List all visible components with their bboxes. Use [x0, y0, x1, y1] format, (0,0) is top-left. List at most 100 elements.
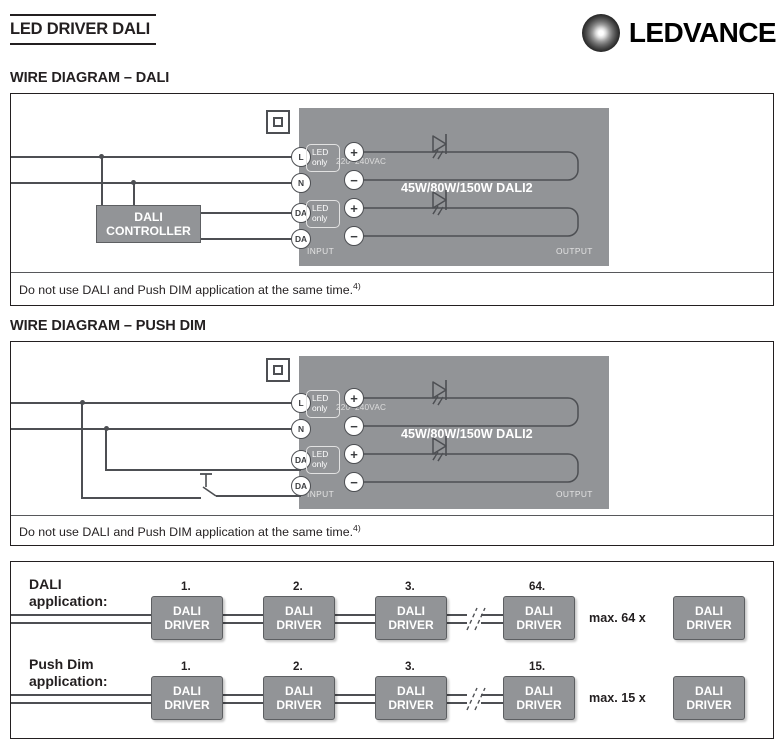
bus-seg2-top-row1: [335, 614, 375, 616]
dali-driver-box-row2-1: DALI DRIVER: [151, 676, 223, 720]
driver-line2-r2-4: DRIVER: [516, 698, 562, 712]
brand-name: LEDVANCE: [628, 17, 777, 48]
dali-driver-box-row2-max: DALI DRIVER: [673, 676, 745, 720]
driver-line2-r2-3: DRIVER: [388, 698, 434, 712]
output-loop-2-dali: [363, 207, 579, 237]
wire-da2-dali: [201, 238, 301, 240]
bus-seg1-top-row2: [223, 694, 263, 696]
input-label-dali: INPUT: [307, 246, 335, 256]
application-label-dali-line1: DALI: [29, 576, 62, 592]
driver-line2-r1-4: DRIVER: [516, 618, 562, 632]
terminal-input-da2-dali: DA: [291, 229, 311, 249]
driver-line2-r1-3: DRIVER: [388, 618, 434, 632]
dali-driver-box-row2-3: DALI DRIVER: [375, 676, 447, 720]
bus-seg1-bottom-row2: [223, 702, 263, 704]
note-push: Do not use DALI and Push DIM application…: [19, 523, 361, 539]
driver-number-row2-4: 15.: [529, 660, 546, 673]
junction-dot-neutral-push: [104, 426, 109, 431]
dali-driver-box-row2-2: DALI DRIVER: [263, 676, 335, 720]
led-only-line2-c: only: [312, 402, 328, 413]
driver-line1-r2-max: DALI: [695, 683, 723, 698]
output-label-push: OUTPUT: [556, 489, 593, 499]
terminal-output-plus-2-push: +: [344, 444, 364, 464]
wire-break-icon-row1: [466, 607, 486, 631]
bus-seg4-bottom-row2: [481, 702, 503, 704]
brand-logo: LEDVANCE: [581, 14, 777, 52]
note-dali: Do not use DALI and Push DIM application…: [19, 281, 361, 297]
bus-seg3-top-row2: [447, 694, 467, 696]
led-only-line2-a: only: [312, 156, 328, 167]
wire-mains-live-push: [11, 402, 301, 404]
driver-line1-r2-1: DALI: [173, 683, 201, 698]
bus-seg4-top-row1: [481, 614, 503, 616]
led-only-line1-d: LED: [312, 449, 329, 459]
section-heading-dali: WIRE DIAGRAM – DALI: [10, 70, 170, 86]
driver-number-row2-3: 3.: [405, 660, 415, 673]
terminal-input-da2-push: DA: [291, 476, 311, 496]
bus-line-bottom-row2: [11, 702, 151, 704]
application-label-push-line2: application:: [29, 673, 108, 689]
class-ii-double-insulation-icon-dali: [266, 110, 290, 134]
driver-line1-r1-max: DALI: [695, 603, 723, 618]
driver-line1-r1-2: DALI: [285, 603, 313, 618]
wire-da2-right-push: [216, 495, 301, 497]
dali-driver-box-row1-max: DALI DRIVER: [673, 596, 745, 640]
driver-line2-r2-max: DRIVER: [686, 698, 732, 712]
application-label-push-line1: Push Dim: [29, 656, 94, 672]
wire-drop-neutral-push: [105, 428, 107, 470]
junction-dot-live-dali: [99, 154, 104, 159]
application-label-push: Push Dim application:: [29, 656, 108, 690]
led-diode-icon-1-push: [432, 380, 447, 406]
driver-number-row1-1: 1.: [181, 580, 191, 593]
mains-voltage-label-push: 220–240VAC: [336, 403, 387, 412]
driver-number-row1-4: 64.: [529, 580, 546, 593]
dali-controller-line2: CONTROLLER: [106, 224, 191, 238]
driver-number-row2-1: 1.: [181, 660, 191, 673]
max-count-row2: max. 15 x: [589, 691, 646, 705]
terminal-output-plus-1-dali: +: [344, 142, 364, 162]
terminal-output-plus-1-push: +: [344, 388, 364, 408]
wire-mains-neutral-push: [11, 428, 301, 430]
dali-controller-line1: DALI: [134, 210, 163, 224]
wire-drop-neutral-dali: [133, 182, 135, 206]
wire-mains-neutral-dali: [11, 182, 301, 184]
wire-break-icon-row2: [466, 687, 486, 711]
terminal-input-n-dali: N: [291, 173, 311, 193]
driver-line1-r1-4: DALI: [525, 603, 553, 618]
bus-seg3-bottom-row2: [447, 702, 467, 704]
note-superscript-dali: 4): [353, 281, 361, 291]
output-loop-2-push: [363, 453, 579, 483]
dali-driver-box-row1-4: DALI DRIVER: [503, 596, 575, 640]
class-ii-double-insulation-icon-push: [266, 358, 290, 382]
driver-number-row1-3: 3.: [405, 580, 415, 593]
bus-seg4-bottom-row1: [481, 622, 503, 624]
terminal-output-minus-2-push: −: [344, 472, 364, 492]
terminal-output-plus-2-dali: +: [344, 198, 364, 218]
wire-da2-left-push: [81, 497, 201, 499]
terminal-input-n-push: N: [291, 419, 311, 439]
title-rule-bottom: [10, 43, 156, 45]
bus-seg1-bottom-row1: [223, 622, 263, 624]
bus-seg3-top-row1: [447, 614, 467, 616]
note-text-push: Do not use DALI and Push DIM application…: [19, 525, 354, 540]
driver-line1-r1-1: DALI: [173, 603, 201, 618]
bus-seg2-bottom-row2: [335, 702, 375, 704]
bus-seg3-bottom-row1: [447, 622, 467, 624]
led-only-badge-2-dali: LED only: [306, 200, 340, 228]
led-diode-icon-2-push: [432, 436, 447, 462]
driver-number-row1-2: 2.: [293, 580, 303, 593]
driver-line2-r1-1: DRIVER: [164, 618, 210, 632]
push-button-switch-icon: [200, 473, 217, 497]
led-only-badge-1-dali: LED only: [306, 144, 340, 172]
driver-line1-r2-3: DALI: [397, 683, 425, 698]
driver-line1-r2-2: DALI: [285, 683, 313, 698]
junction-dot-live-push: [80, 400, 85, 405]
driver-line1-r2-4: DALI: [525, 683, 553, 698]
output-loop-1-dali: [363, 151, 579, 181]
application-frame: DALI application: DALI DRIVER DALI DRIVE…: [10, 561, 774, 739]
title-rule-top: [10, 14, 156, 16]
driver-number-row2-2: 2.: [293, 660, 303, 673]
output-loop-1-push: [363, 397, 579, 427]
wire-mains-live-dali: [11, 156, 301, 158]
